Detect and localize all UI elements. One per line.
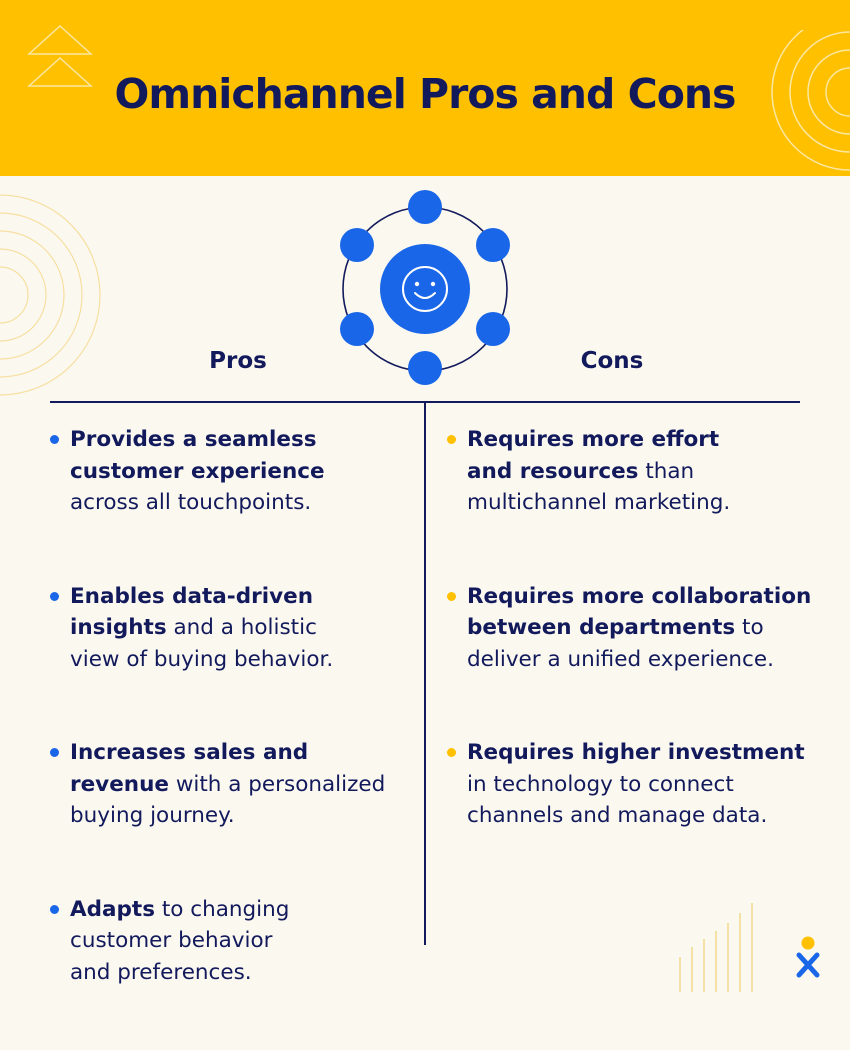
item-line: across all touchpoints. [70,487,420,519]
item-line: and resources than [467,456,847,488]
bullet-icon [50,591,59,601]
bold-text: Requires higher investment [467,740,805,765]
bold-text: between departments [467,615,736,640]
item-line: Requires higher investment [467,737,847,769]
pros-list-item: Provides a seamless customer experience ac… [50,424,420,519]
cons-list-item: Requires higher investment in technology … [447,737,847,832]
bold-text: insights [70,615,167,640]
bold-text: Requires more collaboration [467,583,812,609]
item-line: between departments to [467,612,847,644]
item-line: Requires more effort [467,424,847,456]
regular-text: channels and manage data. [467,803,768,828]
regular-text: multichannel marketing. [467,490,731,515]
concentric-arcs-left-decoration-icon [0,194,101,396]
bold-text: Provides a seamless [70,427,317,452]
item-line: customer behavior [70,925,420,957]
regular-text: buying journey. [70,803,235,828]
pros-list: Provides a seamless customer experience ac… [50,424,420,1050]
bold-text: and resources [467,458,639,484]
concentric-arcs-decoration-icon [771,30,850,171]
cons-list-item: Requires more collaboration between depar… [447,581,847,676]
regular-text: in technology to connect [467,771,734,797]
regular-text: and a holistic [166,615,317,640]
brand-logo-icon [796,936,820,978]
regular-text: customer behavior [70,928,273,953]
item-line: buying journey. [70,800,420,832]
item-line: view of buying behavior. [70,644,420,676]
regular-text: view of buying behavior. [70,646,334,672]
customer-hub-icon [340,190,510,385]
regular-text: across all touchpoints. [70,490,312,515]
item-line: Adapts to changing [70,894,420,926]
item-line: insights and a holistic [70,612,420,644]
item-line: customer experience [70,456,420,488]
bold-text: customer experience [70,458,325,484]
regular-text: to [735,615,764,640]
cons-heading: Cons [580,348,644,374]
bullet-icon [447,435,456,444]
item-line: revenue with a personalized [70,769,420,801]
item-line: Enables data-driven [70,581,420,613]
item-line: Provides a seamless [70,424,420,456]
pros-list-item: Enables data-driven insights and a holist… [50,581,420,676]
regular-text: and preferences. [70,959,252,985]
regular-text: with a personalized [168,771,386,797]
bullet-icon [447,591,456,601]
bold-text: revenue [70,771,169,797]
bold-text: Requires more effort [467,427,720,452]
item-line: channels and manage data. [467,800,847,832]
item-line: Increases sales and [70,737,420,769]
regular-text: deliver a unified experience. [467,646,774,672]
bullet-icon [50,904,59,914]
bullet-icon [50,435,59,444]
item-line: deliver a unified experience. [467,644,847,676]
chevron-up-decoration-icon [27,24,93,87]
bold-text: Adapts [70,896,156,922]
bullet-icon [50,748,59,757]
pros-list-item: Increases sales and revenue with a person… [50,737,420,832]
page-title: Omnichannel Pros and Cons [114,70,737,118]
pros-heading: Pros [209,348,267,374]
item-line: and preferences. [70,957,420,989]
regular-text: than [638,458,695,484]
vertical-lines-decoration-icon [679,903,753,992]
item-line: Requires more collaboration [467,581,847,613]
bold-text: Increases sales and [70,740,309,765]
item-line: multichannel marketing. [467,487,847,519]
item-line: in technology to connect [467,769,847,801]
bold-text: Enables data-driven [70,583,313,609]
header-banner: Omnichannel Pros and Cons [0,0,850,176]
bullet-icon [447,748,456,757]
regular-text: to changing [155,896,290,922]
vertical-divider [424,401,426,945]
